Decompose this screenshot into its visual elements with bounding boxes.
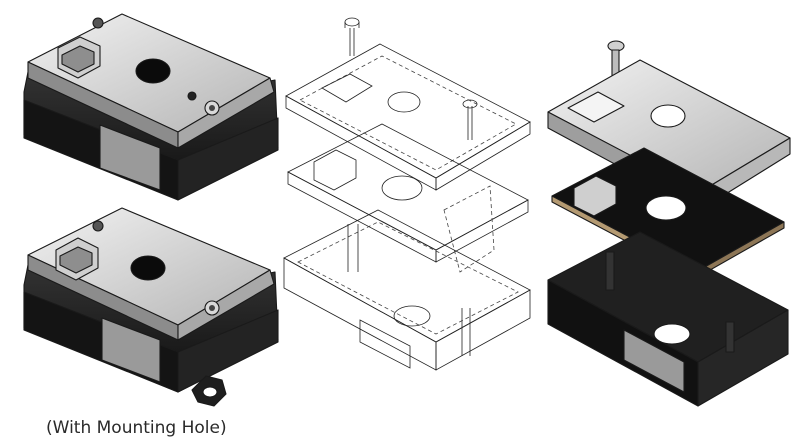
- front-window: [623, 329, 685, 393]
- front-window: [101, 317, 161, 383]
- sensor-assembled-top: [23, 13, 279, 201]
- screw-head: [92, 17, 104, 29]
- mounting-hole: [202, 386, 218, 398]
- base-wireframe: [283, 209, 531, 371]
- lid-wireframe: [285, 43, 531, 191]
- exploded-wireframe-view: [283, 17, 531, 371]
- emitter-block: [573, 175, 617, 217]
- screw: [607, 40, 625, 81]
- lens-hole: [135, 58, 171, 84]
- sensor-assembled-mounting-hole: [23, 207, 279, 407]
- lens-hole: [650, 104, 686, 128]
- base-shaded: [547, 231, 789, 407]
- screw: [344, 17, 360, 56]
- metal-lid-front: [177, 77, 275, 149]
- mounting-hole-caption: (With Mounting Hole): [46, 418, 227, 438]
- screw: [462, 99, 478, 140]
- screw-head: [92, 220, 104, 232]
- exploded-shaded-view: [547, 40, 791, 407]
- lens-hole: [130, 255, 166, 281]
- case-base-front: [177, 309, 279, 393]
- case-base-front: [177, 117, 279, 201]
- pcb-wireframe: [287, 123, 529, 273]
- front-window: [99, 124, 161, 191]
